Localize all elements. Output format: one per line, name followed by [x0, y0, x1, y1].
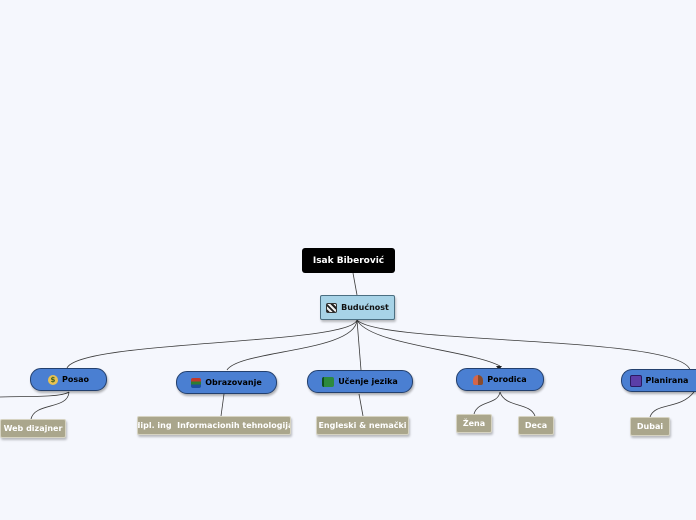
root-topic[interactable]: Isak Biberović: [302, 248, 395, 273]
books-icon: [191, 377, 202, 388]
central-topic-label: Budućnost: [341, 303, 389, 312]
connector-web-dizajner: [30, 391, 70, 420]
topic-label: Obrazovanje: [205, 378, 262, 387]
topic-porodica[interactable]: Porodica: [456, 368, 544, 391]
connector-planirana: [356, 319, 691, 371]
family-icon: [473, 374, 484, 385]
root-topic-label: Isak Biberović: [312, 255, 385, 266]
connector-engleski: [358, 393, 364, 417]
subtopic-label: Web dizajner: [3, 424, 63, 433]
calendar-icon: [629, 374, 642, 387]
subtopic-dubai[interactable]: Dubai: [630, 417, 670, 436]
subtopic-dipl-ing[interactable]: dipl. ing Informacionih tehnologija: [137, 416, 291, 435]
connector-dubai: [649, 391, 695, 418]
topic-label: Planirana: [645, 376, 689, 385]
connector-ucenje: [356, 319, 362, 371]
subtopic-zena[interactable]: Žena: [456, 414, 492, 433]
topic-label: Porodica: [487, 375, 527, 384]
subtopic-web-dizajner[interactable]: Web dizajner: [0, 419, 66, 438]
subtopic-label: Deca: [524, 421, 548, 430]
topic-label: Učenje jezika: [338, 377, 398, 386]
subtopic-label: Dubai: [636, 422, 664, 431]
connector-posao-left: [0, 391, 70, 398]
money-bag-icon: $: [47, 374, 58, 385]
topic-posao[interactable]: $ Posao: [30, 368, 107, 391]
subtopic-label: Engleski & nemački: [318, 421, 407, 430]
subtopic-engleski-nemacki[interactable]: Engleski & nemački: [316, 416, 409, 435]
subtopic-label: Žena: [462, 419, 486, 428]
topic-label: Posao: [61, 375, 89, 384]
connector-dipl: [220, 393, 225, 417]
topic-planirana[interactable]: Planirana: [621, 369, 696, 392]
subtopic-label: dipl. ing Informacionih tehnologija: [137, 421, 291, 430]
green-book-icon: [322, 376, 335, 387]
connector-deca: [499, 391, 536, 417]
topic-obrazovanje[interactable]: Obrazovanje: [176, 371, 277, 394]
subtopic-deca[interactable]: Deca: [518, 416, 554, 435]
connector-zena: [473, 391, 501, 415]
checkered-flag-icon: [326, 302, 338, 313]
connector-obrazovanje: [226, 319, 358, 371]
connector-posao: [66, 319, 358, 369]
topic-ucenje-jezika[interactable]: Učenje jezika: [307, 370, 413, 393]
connector-root-central: [352, 272, 358, 296]
connector-porodica: [356, 319, 501, 367]
central-topic[interactable]: Budućnost: [320, 295, 395, 320]
